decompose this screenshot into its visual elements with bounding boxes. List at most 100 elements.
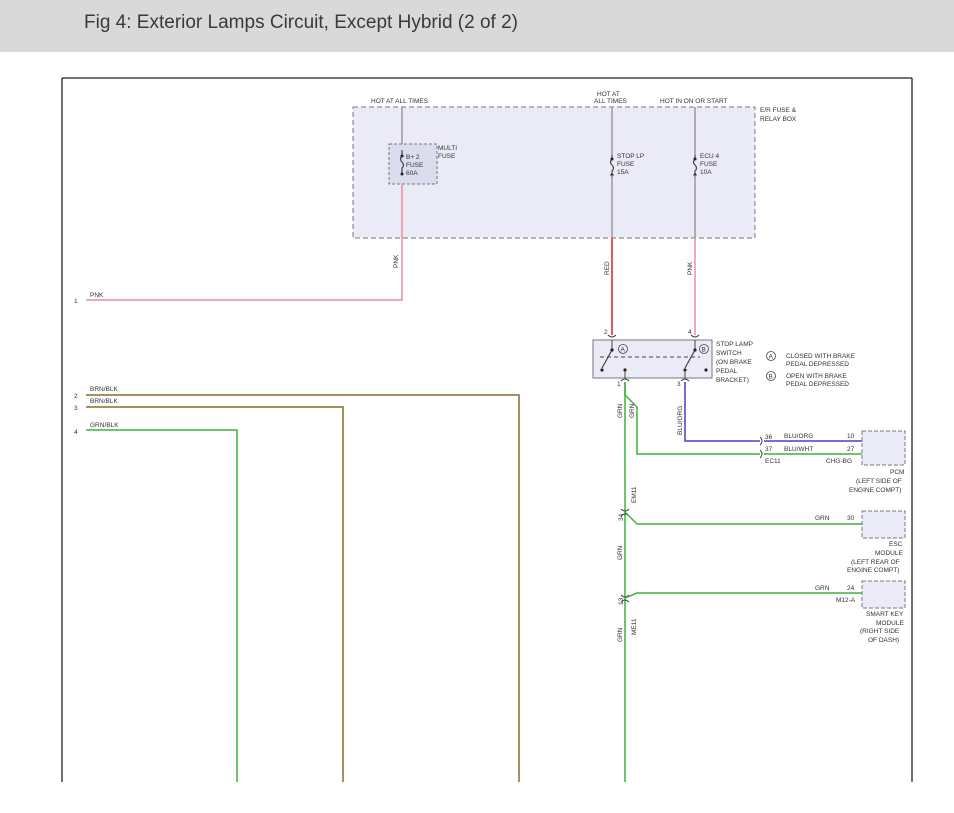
grn-wire-switch-to-pcm: [624, 382, 760, 455]
svg-text:PEDAL DEPRESSED: PEDAL DEPRESSED: [786, 381, 849, 388]
svg-text:SMART KEY: SMART KEY: [866, 611, 904, 618]
pin-34-label: 34: [618, 513, 625, 521]
svg-text:1: 1: [74, 298, 78, 305]
fuse-relay-box: [352, 106, 756, 239]
pin-13-label: 13: [618, 597, 625, 605]
svg-text:GRN/BLK: GRN/BLK: [90, 422, 119, 429]
grn-label-1: GRN: [617, 403, 624, 418]
svg-text:BRN/BLK: BRN/BLK: [90, 398, 118, 405]
grn-wire-to-esc: [624, 511, 862, 525]
svg-text:GRN: GRN: [815, 515, 830, 522]
ecu4-fuse-label-2: FUSE: [700, 161, 718, 168]
blu-org-wire: [684, 382, 760, 442]
svg-text:OF DASH): OF DASH): [868, 637, 899, 644]
svg-text:EC11: EC11: [765, 458, 781, 465]
stop-lamp-switch: 2 4 A B 1 3 STOP LAMP SWITCH (ON BRAKE P…: [592, 329, 753, 388]
svg-text:BLU/ORG: BLU/ORG: [784, 433, 813, 440]
red-wire-label: RED: [604, 261, 611, 275]
switch-label-2: SWITCH: [716, 350, 742, 357]
pnk-wire-label: PNK: [393, 254, 400, 268]
svg-text:2: 2: [74, 393, 78, 400]
ecu4-fuse-symbol: [692, 155, 698, 175]
svg-text:PEDAL DEPRESSED: PEDAL DEPRESSED: [786, 361, 849, 368]
left-connector-4: 4 GRN/BLK: [74, 422, 238, 782]
pnk-wire-2-label: PNK: [687, 261, 694, 275]
diagram-frame: [61, 77, 913, 782]
stop-lp-fuse-symbol: [609, 155, 615, 175]
stop-lp-fuse-label-1: STOP LP: [617, 153, 644, 160]
figure-header: Fig 4: Exterior Lamps Circuit, Except Hy…: [0, 0, 954, 52]
svg-text:(LEFT REAR OF: (LEFT REAR OF: [851, 559, 900, 566]
switch-marker-a: A: [621, 347, 626, 354]
svg-text:CLOSED WITH BRAKE: CLOSED WITH BRAKE: [786, 353, 856, 360]
svg-text:B: B: [769, 374, 773, 381]
svg-text:MODULE: MODULE: [876, 620, 904, 627]
switch-pin-1: 1: [617, 381, 621, 388]
switch-pin-3: 3: [677, 381, 681, 388]
esc-module: GRN 30 ESC MODULE (LEFT REAR OF ENGINE C…: [815, 510, 906, 574]
switch-legend: A CLOSED WITH BRAKE PEDAL DEPRESSED B OP…: [766, 351, 856, 388]
smart-key-module: GRN 24 M12-A SMART KEY MODULE (RIGHT SID…: [815, 580, 906, 644]
svg-text:ESC: ESC: [889, 541, 903, 548]
ecu4-fuse-label-3: 10A: [700, 169, 712, 176]
multi-fuse-label-2: FUSE: [438, 153, 456, 160]
blu-org-label: BLU/ORG: [677, 406, 684, 435]
em11-label: EM11: [631, 486, 638, 503]
switch-label-4: PEDAL: [716, 368, 738, 375]
grn-label-2: GRN: [629, 403, 636, 418]
switch-label-5: BRACKET): [716, 377, 749, 384]
svg-text:36: 36: [765, 434, 773, 441]
svg-text:3: 3: [74, 405, 78, 412]
switch-marker-b: B: [702, 347, 706, 354]
left-connector-2: 2 BRN/BLK: [74, 386, 520, 782]
stop-lp-fuse-label-3: 15A: [617, 169, 629, 176]
ecu4-fuse-label-1: ECU 4: [700, 153, 720, 160]
relay-box-label-1: E/R FUSE &: [760, 107, 797, 114]
pcm-module: 36 37 BLU/ORG BLU/WHT 10 27 EC11 CHG-BG …: [759, 430, 906, 494]
svg-text:10: 10: [847, 433, 855, 440]
svg-text:PCM: PCM: [890, 469, 904, 476]
svg-text:A: A: [769, 354, 774, 361]
svg-text:GRN: GRN: [815, 585, 830, 592]
svg-text:PNK: PNK: [90, 292, 104, 299]
figure-title: Fig 4: Exterior Lamps Circuit, Except Hy…: [84, 12, 518, 33]
svg-text:BRN/BLK: BRN/BLK: [90, 386, 118, 393]
svg-text:4: 4: [74, 429, 78, 436]
svg-text:ENGINE COMPT): ENGINE COMPT): [847, 567, 899, 574]
svg-text:(LEFT SIDE OF: (LEFT SIDE OF: [856, 478, 902, 485]
svg-text:CHG-BG: CHG-BG: [826, 458, 852, 465]
switch-pin-4: 4: [688, 329, 692, 336]
multi-fuse-label-1: MULTI: [438, 145, 457, 152]
power-label-all-times: ALL TIMES: [594, 98, 628, 105]
pnk-wire: [86, 184, 403, 301]
svg-text:30: 30: [847, 515, 855, 522]
switch-pin-2: 2: [604, 329, 608, 336]
svg-text:ENGINE COMPT): ENGINE COMPT): [849, 487, 901, 494]
svg-text:MODULE: MODULE: [875, 550, 903, 557]
fuse-b2-label-3: 60A: [406, 170, 418, 177]
fuse-b2-label-1: B+ 2: [406, 154, 420, 161]
fuse-b2-symbol: [399, 150, 405, 174]
power-label-hot-on-start: HOT IN ON OR START: [660, 98, 728, 105]
svg-text:24: 24: [847, 585, 855, 592]
relay-box-label-2: RELAY BOX: [760, 116, 797, 123]
switch-label-3: (ON BRAKE: [716, 359, 752, 366]
grn-label-4: GRN: [617, 627, 624, 642]
stop-lp-fuse-label-2: FUSE: [617, 161, 635, 168]
left-connector-1: 1 PNK: [74, 292, 104, 305]
switch-label-1: STOP LAMP: [716, 341, 753, 348]
power-label-hot-at: HOT AT: [597, 91, 620, 98]
svg-text:37: 37: [765, 446, 773, 453]
svg-text:(RIGHT SIDE: (RIGHT SIDE: [860, 628, 900, 635]
grn-wire-to-smart-key: [624, 592, 862, 599]
svg-text:BLU/WHT: BLU/WHT: [784, 446, 813, 453]
svg-text:27: 27: [847, 446, 855, 453]
power-label-hot-all-times: HOT AT ALL TIMES: [371, 98, 429, 105]
grn-label-3: GRN: [617, 545, 624, 560]
fuse-b2-label-2: FUSE: [406, 162, 424, 169]
svg-text:M12-A: M12-A: [836, 597, 856, 604]
left-connector-3: 3 BRN/BLK: [74, 398, 344, 782]
svg-text:OPEN WITH BRAKE: OPEN WITH BRAKE: [786, 373, 847, 380]
multi-fuse-box: [388, 143, 438, 185]
